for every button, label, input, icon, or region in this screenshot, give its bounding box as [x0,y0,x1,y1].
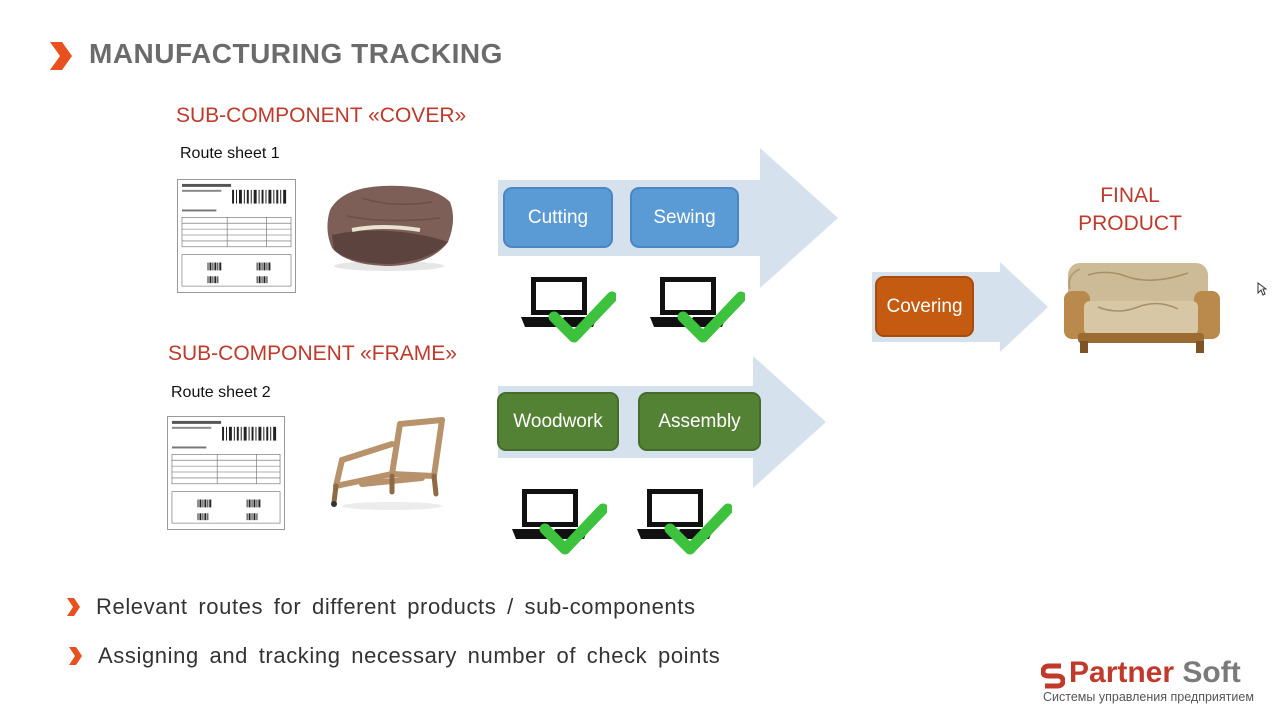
step-cutting[interactable]: Cutting [503,187,613,248]
laptop-check-icon [512,489,607,555]
bullet-item: Assigning and tracking necessary number … [98,643,721,668]
route-sheet-1-label: Route sheet 1 [180,145,280,162]
frame-chair-image [331,417,445,510]
route-sheet-1-document [177,179,296,293]
logo-tagline: Системы управления предприятием [1043,690,1254,704]
cursor-icon [1257,282,1267,296]
final-product-label: FINAL PRODUCT [1055,182,1205,238]
route-sheet-2-label: Route sheet 2 [171,384,271,401]
page-title: MANUFACTURING TRACKING [89,38,503,69]
bullet-chevron-icon [67,598,80,616]
route-sheet-2-document [167,416,285,530]
step-sewing[interactable]: Sewing [630,187,739,248]
step-assembly[interactable]: Assembly [638,392,761,451]
partner-soft-logo-icon [1041,663,1065,689]
bullet-item: Relevant routes for different products /… [96,594,696,619]
step-woodwork[interactable]: Woodwork [497,392,619,451]
bullet-chevron-icon [69,647,82,665]
laptop-check-icon [637,489,732,555]
cover-heading: SUB-COMPONENT «COVER» [176,104,467,127]
laptop-check-icon [521,277,616,343]
title-chevron-icon [50,42,72,70]
logo-brand: Partner Soft [1069,656,1241,690]
frame-heading: SUB-COMPONENT «FRAME» [168,342,457,365]
final-label-line2: PRODUCT [1078,212,1182,235]
final-label-line1: FINAL [1100,184,1160,207]
logo-brand-part2: Soft [1182,656,1241,689]
laptop-check-icon [650,277,745,343]
final-sofa-image [1064,263,1220,353]
logo-brand-part1: Partner [1069,656,1175,689]
step-covering[interactable]: Covering [875,276,974,337]
cover-blanket-image [327,185,454,271]
